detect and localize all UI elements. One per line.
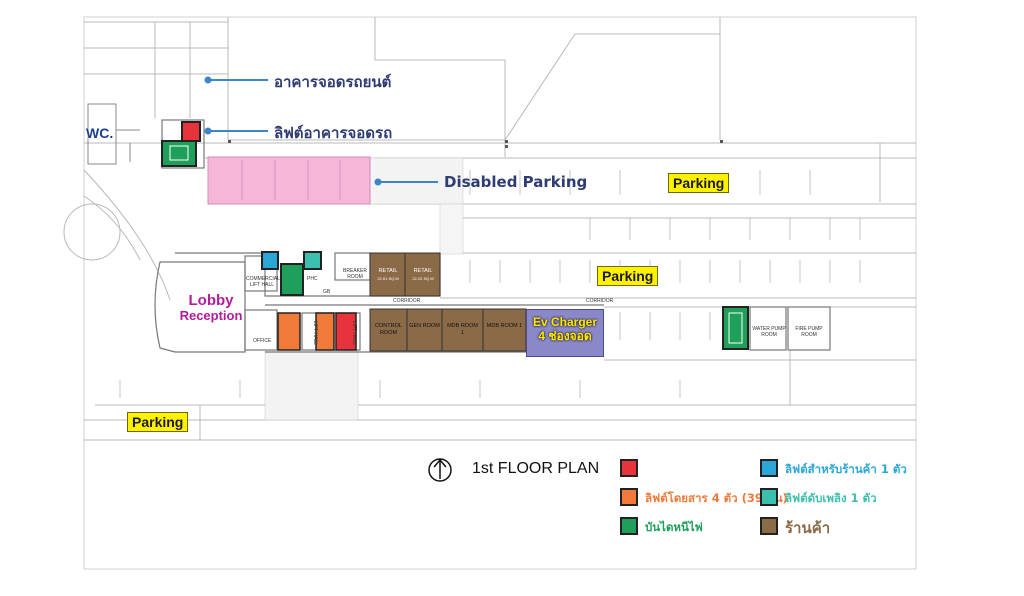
legend-swatch-fire-lift: [760, 488, 778, 506]
disabled-parking-zone: [207, 156, 371, 205]
lobby-line-1: Lobby: [188, 292, 234, 309]
control-room-block: [369, 308, 408, 352]
ev-line-1: Ev Charger: [532, 315, 598, 329]
room-office: OFFICE: [253, 338, 272, 344]
room-commercial-lift-hall: COMMERCIAL LIFT HALL: [246, 276, 280, 288]
legend-swatch-fire-stair: [620, 517, 638, 535]
legend-text-fire-stair: บันไดหนีไฟ: [645, 520, 703, 534]
room-lift-hall-1: LIFT HALL: [312, 320, 319, 346]
retail-lift-marker: [261, 251, 279, 270]
room-lift-hall-2: LIFT HALL: [351, 320, 358, 346]
plan-title: 1st FLOOR PLAN: [472, 460, 600, 477]
label-lobby-reception: Lobby Reception: [176, 293, 246, 323]
mdb-room-block-2: [482, 308, 527, 352]
corridor-1: CORRIDOR: [393, 298, 421, 304]
legend-text-retail-lift: ลิฟต์สำหรับร้านค้า 1 ตัว: [785, 462, 907, 476]
room-mdb-1a: MDB ROOM 1: [447, 323, 478, 336]
passenger-lift-2: [315, 312, 335, 351]
legend-text-fire-lift: ลิฟต์ดับเพลิง 1 ตัว: [785, 491, 877, 505]
passenger-lift-3: [335, 312, 357, 351]
legend-text-passenger-lift: ลิฟต์โดยสาร 4 ตัว (39 ชั้น): [645, 491, 788, 505]
retail-2-name: RETAIL: [413, 268, 433, 274]
retail-unit-2: [404, 252, 441, 297]
fire-lift-marker: [303, 251, 322, 270]
callout-disabled-parking: Disabled Parking: [444, 173, 588, 191]
label-parking-top: Parking: [668, 173, 730, 193]
mdb-room-block-1: [441, 308, 484, 352]
passenger-lift-1: [277, 312, 301, 351]
callout-car-park-lift: ลิฟต์อาคารจอดรถ: [274, 124, 393, 142]
room-gb: GB: [323, 289, 331, 295]
legend-swatch-passenger-lift: [620, 488, 638, 506]
room-retail-2: RETAIL 22.22 SQ.M: [407, 268, 439, 282]
fire-stair-east: [722, 306, 749, 350]
retail-1-area: 22.61 SQ.M: [377, 276, 399, 281]
label-parking-bottom: Parking: [127, 412, 189, 432]
fire-stair-carpark: [161, 140, 197, 167]
room-phc: PHC: [307, 276, 318, 282]
legend-swatch-retail-lift: [760, 459, 778, 477]
gen-room-block: [406, 308, 443, 352]
legend-text-retail: ร้านค้า: [785, 519, 831, 537]
ev-line-2: 4 ช่องจอด: [538, 329, 592, 343]
legend-swatch-carpark-lift: [620, 459, 638, 477]
room-control: CONTROL ROOM: [375, 323, 402, 336]
label-wc: WC.: [86, 125, 114, 141]
room-breaker: BREAKER ROOM: [343, 268, 367, 280]
corridor-2: CORRIDOR: [586, 298, 614, 304]
lobby-line-2: Reception: [179, 308, 243, 323]
callout-car-park-building: อาคารจอดรถยนต์: [274, 73, 392, 91]
retail-2-area: 22.22 SQ.M: [412, 276, 434, 281]
room-retail-1: RETAIL 22.61 SQ.M: [372, 268, 404, 282]
room-water-pump: WATER PUMP ROOM: [752, 326, 786, 338]
label-parking-mid: Parking: [597, 266, 659, 286]
fire-stair-core: [280, 263, 304, 296]
retail-1-name: RETAIL: [378, 268, 398, 274]
ev-charger-zone: Ev Charger 4 ช่องจอด: [526, 309, 604, 357]
carpark-lift-marker: [181, 121, 201, 142]
north-arrow-icon: [428, 458, 452, 482]
room-gen: GEN ROOM: [409, 323, 440, 329]
legend-swatch-retail: [760, 517, 778, 535]
room-fire-pump: FIRE PUMP ROOM: [795, 326, 823, 338]
room-mdb-1b: MDB ROOM 1: [486, 323, 523, 329]
